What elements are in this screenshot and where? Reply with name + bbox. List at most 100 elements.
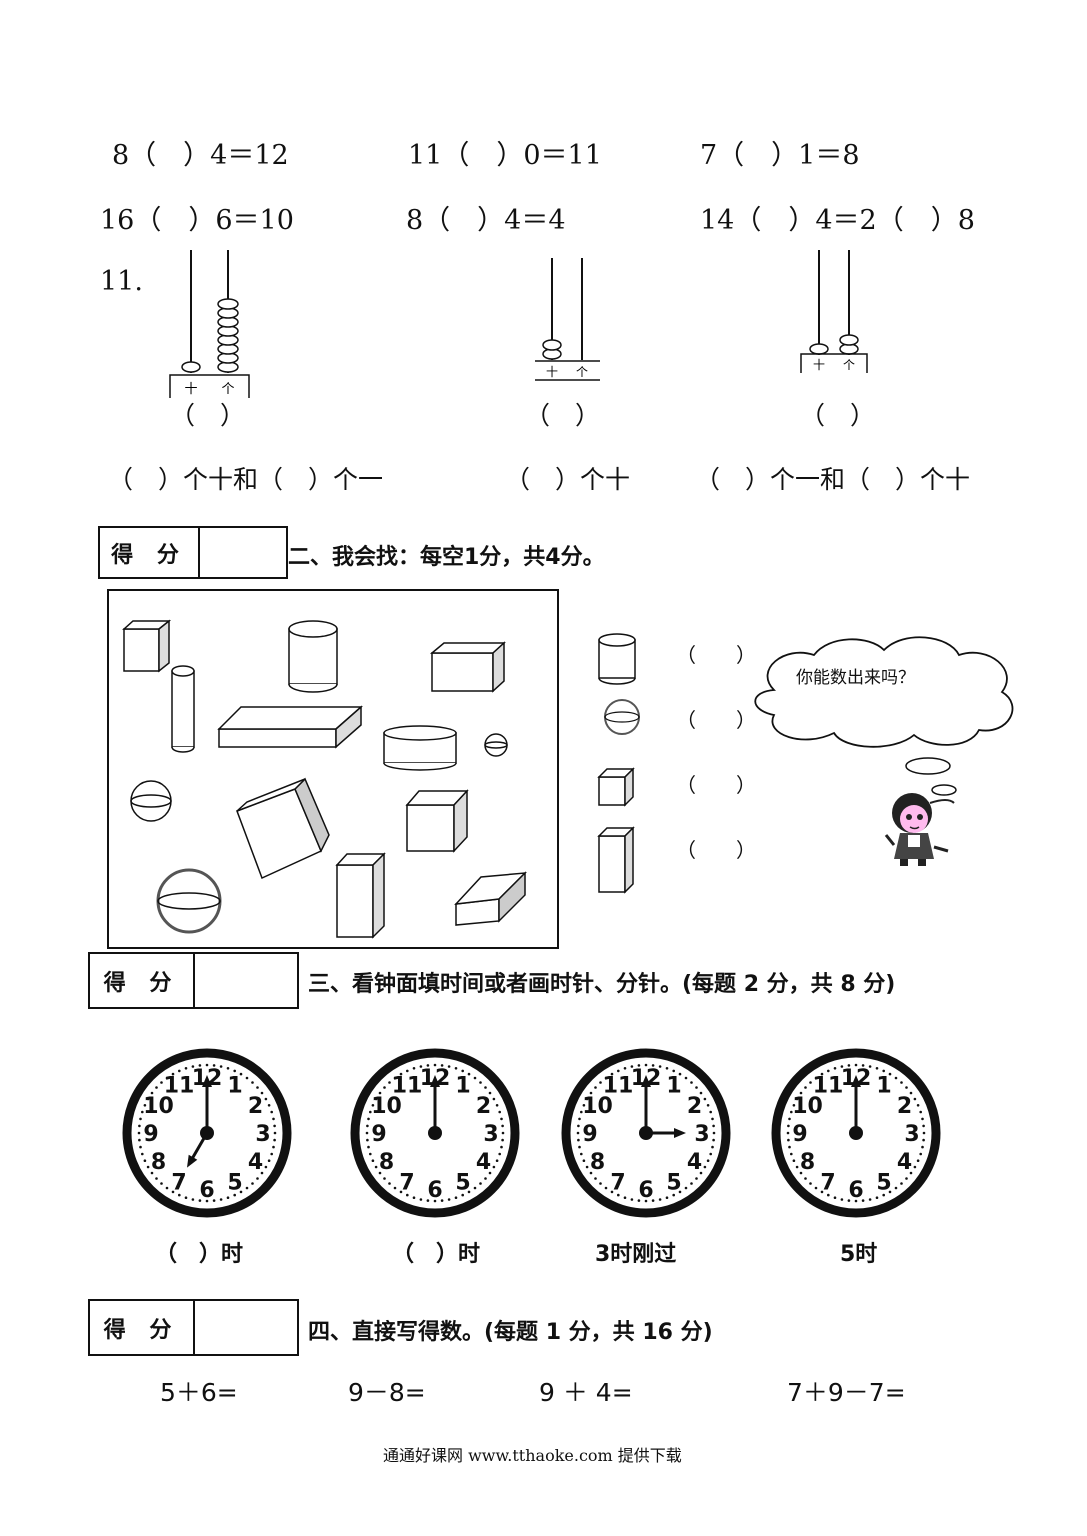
minute-dot (264, 1165, 268, 1169)
minute-dot (921, 1145, 924, 1149)
minute-dot (226, 1067, 230, 1070)
minute-dot (623, 1067, 627, 1070)
minute-dot (922, 1138, 925, 1142)
minute-dot (165, 1076, 169, 1080)
minute-dot (827, 1069, 830, 1073)
minute-dot (479, 1182, 482, 1185)
minute-dot (160, 1081, 163, 1084)
answer-cube[interactable]: （ ） (676, 773, 756, 797)
minute-dot (888, 1072, 892, 1076)
minute-hand-tip (430, 1075, 440, 1087)
minute-dot (599, 1182, 602, 1185)
minute-dot (630, 1065, 634, 1068)
clock-numeral: 4 (897, 1150, 912, 1175)
clock-numeral: 5 (227, 1171, 242, 1196)
minute-dot (419, 1198, 423, 1201)
minute-dot (594, 1086, 597, 1089)
clock-center (428, 1126, 442, 1140)
minute-dot (637, 1064, 641, 1067)
minute-dot (219, 1065, 223, 1068)
minute-dot (260, 1091, 264, 1095)
fill-blank-3[interactable]: （ ）个一和（ ）个十 (695, 465, 971, 494)
minute-dot (833, 1067, 837, 1070)
minute-dot (212, 1064, 216, 1067)
minute-dot (916, 1159, 920, 1162)
minute-dot (366, 1124, 369, 1128)
score-field[interactable] (195, 1301, 297, 1354)
minute-dot (820, 1190, 824, 1194)
score-field[interactable] (200, 528, 286, 577)
minute-dot (273, 1131, 277, 1135)
answer-cuboid[interactable]: （ ） (676, 838, 756, 862)
clock-numeral: 11 (392, 1074, 423, 1099)
problem-2: 9－8= (348, 1378, 426, 1407)
minute-dot (699, 1171, 703, 1175)
clock-numeral: 4 (248, 1150, 263, 1175)
clock-numeral: 9 (792, 1122, 807, 1147)
minute-dot (840, 1065, 844, 1068)
clock-2-caption[interactable]: （ ）时 (392, 1242, 481, 1267)
minute-dot (191, 1198, 195, 1201)
section-3-heading: 三、看钟面填时间或者画时针、分针。(每题 2 分，共 8 分) (308, 972, 896, 997)
fill-blank-2[interactable]: （ ）个十 (505, 465, 631, 494)
clock-numeral: 7 (399, 1171, 414, 1196)
minute-dot (790, 1110, 793, 1114)
clock-numeral: 3 (694, 1122, 709, 1147)
abacus-2-blank[interactable]: （ ） (525, 401, 601, 430)
answer-cylinder[interactable]: （ ） (676, 643, 756, 667)
minute-dot (426, 1199, 430, 1202)
minute-dot (809, 1182, 812, 1185)
minute-dot (146, 1165, 150, 1169)
minute-dot (840, 1198, 844, 1201)
minute-dot (665, 1196, 669, 1199)
fill-blank-1[interactable]: （ ）个十和（ ）个一 (108, 465, 384, 494)
score-field[interactable] (195, 954, 297, 1007)
problem-4: 7＋9－7= (787, 1378, 906, 1407)
girl-cartoon-icon (884, 793, 955, 866)
minute-dot (711, 1117, 714, 1121)
minute-dot (820, 1072, 824, 1076)
shapes-panel (107, 589, 559, 949)
thought-bubble-text: 你能数出来吗？ (796, 668, 915, 688)
abacus-1: 十 个 (169, 250, 250, 398)
minute-dot (847, 1199, 851, 1202)
abacus-3-blank[interactable]: （ ） (800, 401, 876, 430)
minute-dot (905, 1086, 908, 1089)
clock-3-caption: 3时刚过 (595, 1242, 677, 1267)
clock-1-caption[interactable]: （ ）时 (155, 1242, 244, 1267)
clock-center (639, 1126, 653, 1140)
cylinder-shape (288, 620, 338, 693)
minute-dot (888, 1190, 892, 1194)
minute-dot (488, 1091, 492, 1095)
cylinder-shape (383, 725, 457, 771)
minute-dot (233, 1069, 236, 1073)
minute-dot (155, 1177, 158, 1180)
minute-dot (922, 1131, 926, 1135)
minute-dot (198, 1064, 202, 1067)
minute-dot (479, 1081, 482, 1084)
abacus-1-blank[interactable]: （ ） (170, 401, 246, 430)
minute-dot (138, 1124, 141, 1128)
answer-sphere[interactable]: （ ） (676, 708, 756, 732)
clock-2: 121234567891011 (350, 1048, 520, 1218)
clock-numeral: 1 (666, 1074, 681, 1099)
minute-dot (399, 1072, 403, 1076)
score-box-4: 得 分 (88, 1299, 299, 1356)
minute-dot (498, 1152, 501, 1156)
minute-dot (922, 1124, 925, 1128)
minute-dot (695, 1086, 698, 1089)
sphere-shape (156, 868, 222, 934)
minute-dot (141, 1110, 144, 1114)
minute-dot (913, 1097, 917, 1101)
clock-numeral: 10 (143, 1094, 174, 1119)
minute-dot (644, 1199, 648, 1203)
minute-dot (637, 1199, 641, 1202)
svg-text:十: 十 (813, 358, 825, 372)
minute-dot (369, 1152, 372, 1156)
clock-numeral: 8 (379, 1150, 394, 1175)
minute-dot (585, 1165, 589, 1169)
question-number: 11. (100, 266, 143, 297)
equation-6: 14（ ）4＝2（ ）8 (700, 205, 975, 236)
minute-dot (454, 1196, 458, 1199)
minute-dot (617, 1193, 620, 1197)
